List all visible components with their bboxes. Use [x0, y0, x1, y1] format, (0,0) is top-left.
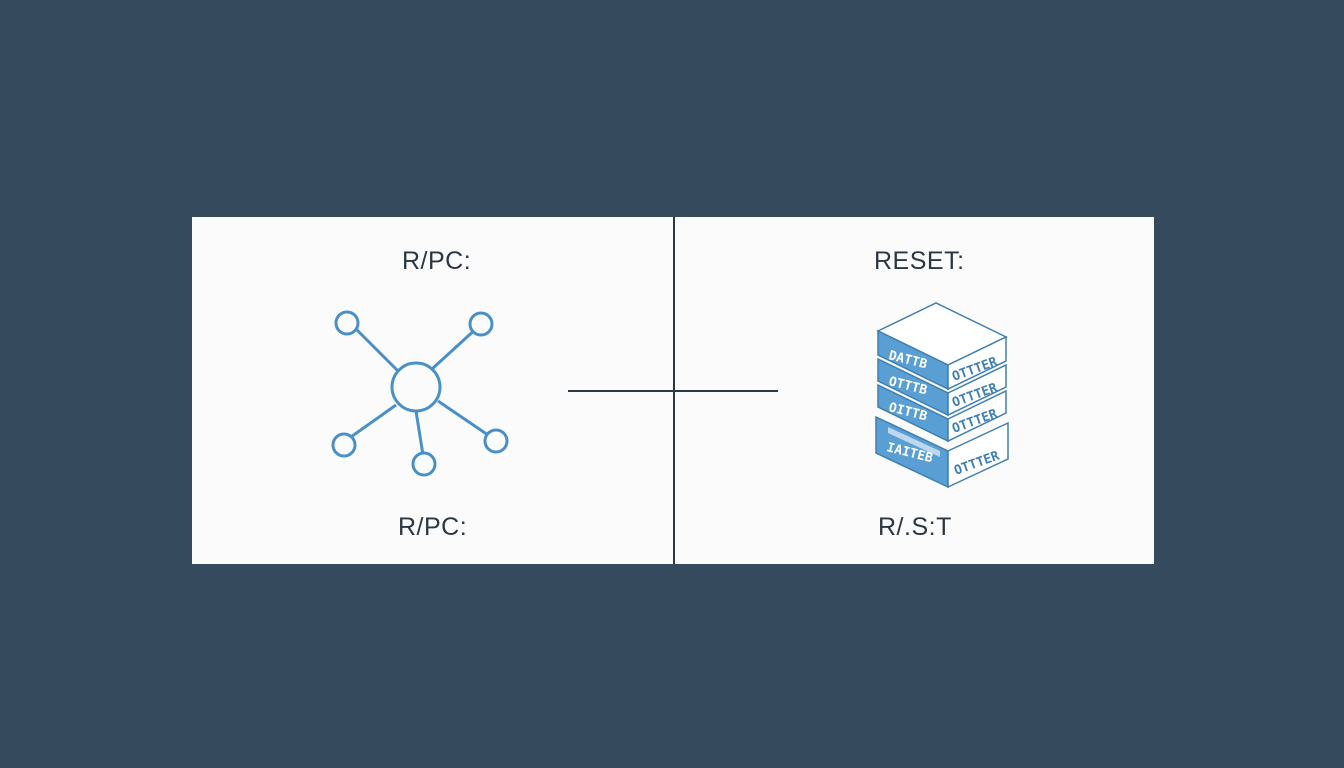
hub-node-top-left: [334, 310, 360, 336]
stack-layer-4: IAITEB OTTTER: [875, 415, 1009, 489]
hub-spoke-bottom: [414, 410, 425, 456]
hub-node-bottom: [411, 451, 437, 477]
hub-spoke-top-right: [430, 325, 480, 371]
right-panel-footer: R/.S:T: [878, 513, 952, 541]
hub-center-node: [390, 361, 442, 413]
comparison-card: R/PC: R/PC: RESET:: [192, 217, 1154, 564]
hub-node-bottom-right: [483, 428, 509, 454]
right-panel-title: RESET:: [874, 247, 965, 275]
stack-layer-2: OTTTB OTTTER: [877, 357, 1007, 417]
network-hub-icon: [331, 310, 509, 477]
connector-line: [568, 390, 778, 392]
hub-node-bottom-left: [331, 432, 357, 458]
server-stack-icon: DATTB OTTTER OTTTB OTTTER OITTB OTTTER: [875, 302, 1009, 489]
hub-spoke-top-left: [350, 323, 400, 373]
hub-node-top-right: [468, 311, 494, 337]
left-panel-footer: R/PC:: [398, 513, 468, 541]
hub-spoke-bottom-left: [347, 403, 397, 441]
hub-spoke-bottom-right: [437, 399, 489, 437]
left-panel-title: R/PC:: [402, 247, 472, 275]
